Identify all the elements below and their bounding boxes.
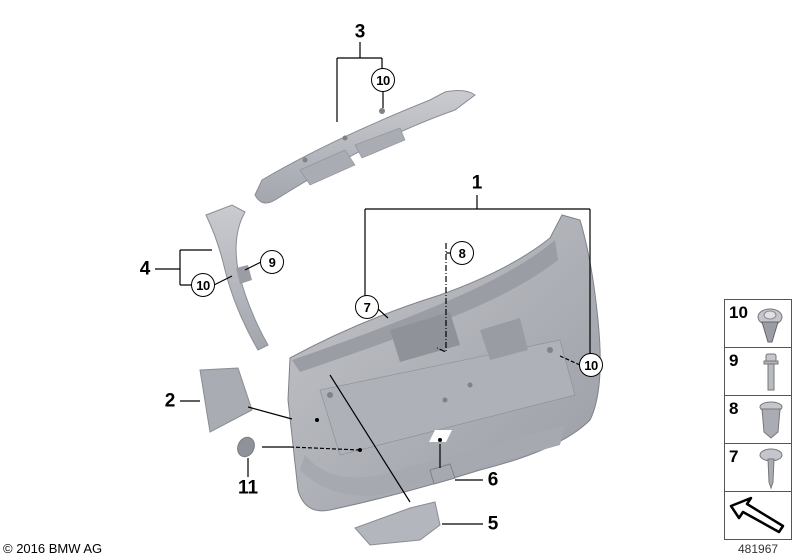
legend-item-8[interactable]: 8 <box>724 395 792 443</box>
legend-number: 9 <box>729 351 739 370</box>
legend-number: 10 <box>729 303 748 322</box>
leader-lines <box>155 42 591 525</box>
part-5-bracket[interactable] <box>354 501 441 546</box>
callout-4: 4 <box>139 258 151 280</box>
callout-1: 1 <box>471 172 483 194</box>
legend-item-10[interactable]: 10 <box>724 299 792 347</box>
circled-callout-10-left: 10 <box>191 273 215 297</box>
legend-item-arrow[interactable] <box>724 491 792 540</box>
part-2-side-cover[interactable] <box>199 367 253 433</box>
expanding-nut-icon <box>759 401 783 439</box>
callout-3: 3 <box>354 21 366 43</box>
bolt-icon <box>763 353 779 391</box>
callout-2: 2 <box>164 390 176 412</box>
legend-number: 7 <box>729 447 739 466</box>
part-4-pillar-trim[interactable] <box>205 204 269 351</box>
circled-callout-10-top: 10 <box>371 68 395 92</box>
legend-item-7[interactable]: 7 <box>724 443 792 491</box>
circled-callout-10-right: 10 <box>579 353 603 377</box>
copyright-text: © 2016 BMW AG <box>3 541 103 556</box>
circled-callout-8: 8 <box>450 241 474 265</box>
direction-arrow-icon <box>729 496 785 534</box>
circled-callout-7: 7 <box>355 295 379 319</box>
callout-5: 5 <box>487 513 499 535</box>
part-6-clip-plate[interactable] <box>429 463 456 485</box>
fastener-legend: 10 9 8 7 <box>724 299 792 540</box>
legend-item-9[interactable]: 9 <box>724 347 792 395</box>
self-tapping-screw-icon <box>759 448 783 490</box>
expanding-rivet-clip-icon <box>757 308 783 343</box>
callout-11: 11 <box>237 477 259 499</box>
circled-callout-9: 9 <box>260 250 284 274</box>
part-3-upper-trim[interactable] <box>254 90 476 204</box>
image-number: 481967 <box>738 542 779 556</box>
part-11-plug[interactable] <box>235 435 258 460</box>
part-1-tailgate-panel[interactable] <box>287 214 601 512</box>
callout-6: 6 <box>487 469 499 491</box>
legend-number: 8 <box>729 399 739 418</box>
